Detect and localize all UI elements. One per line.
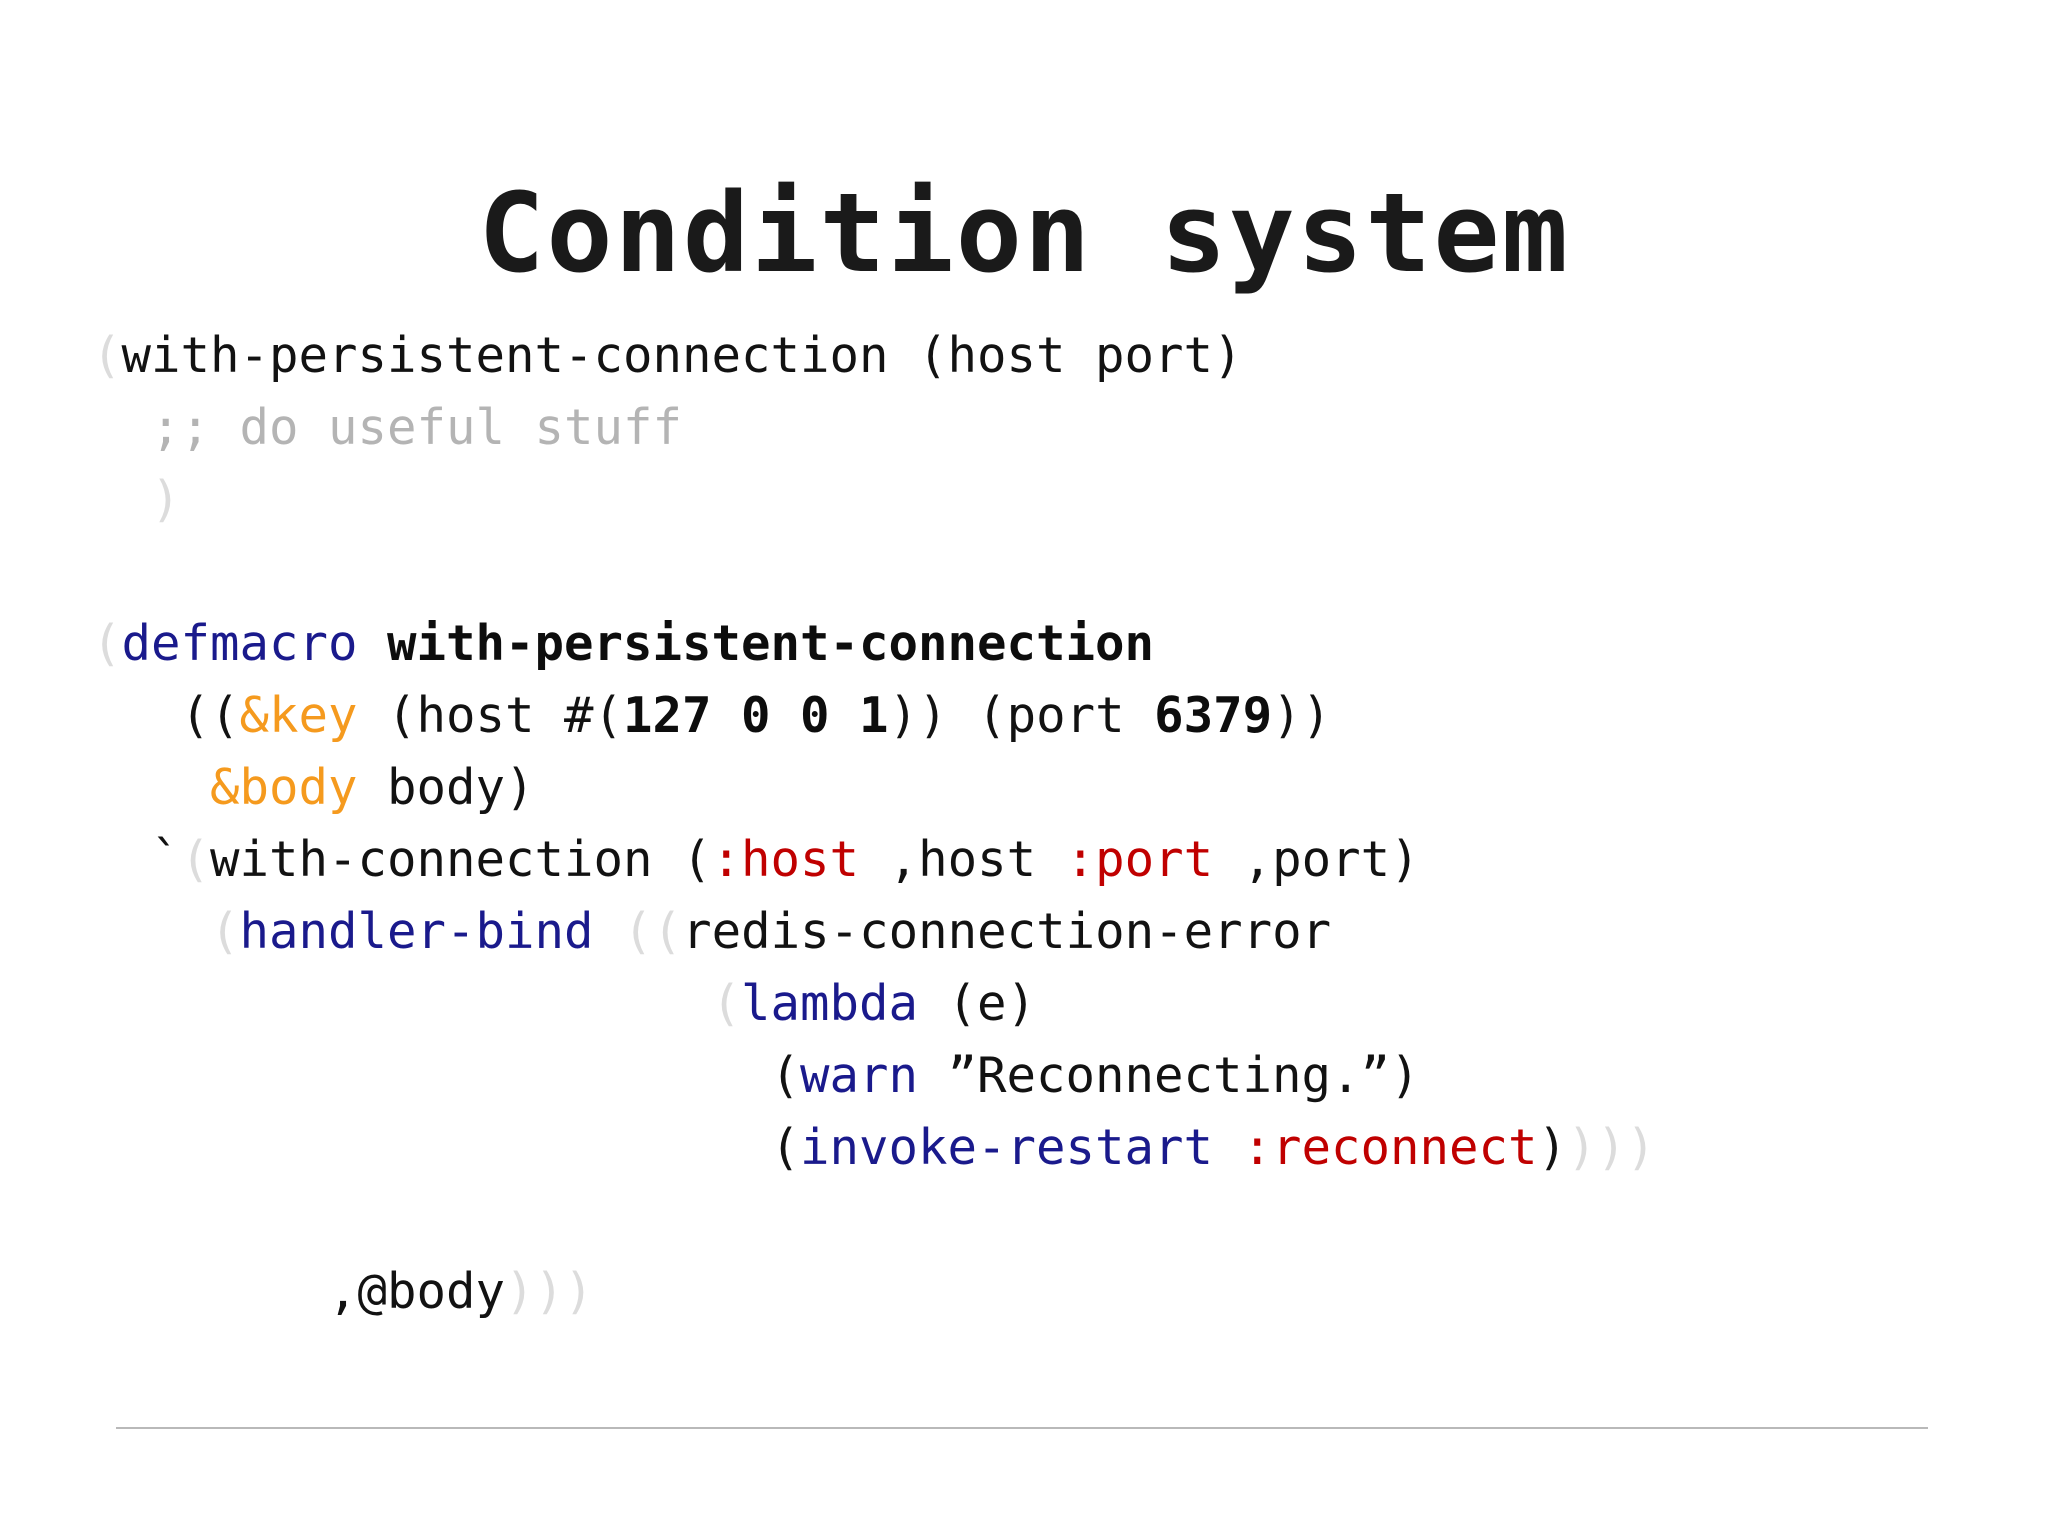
code-token-paren1: (	[180, 831, 211, 888]
code-token-default: ,port)	[1213, 831, 1420, 888]
code-line-lambda-list-key: ((&key (host #(127 0 0 1)) (port 6379))	[92, 680, 1992, 752]
code-token-default: (	[92, 1119, 801, 1176]
code-token-default: (host #(	[357, 687, 624, 744]
code-token-lambdakw: &key	[239, 687, 358, 744]
code-token-default: `	[92, 831, 181, 888]
code-token-default	[594, 903, 624, 960]
code-token-default	[358, 615, 388, 672]
code-token-default: )	[1390, 1047, 1420, 1104]
code-token-paren1: ((	[623, 903, 683, 960]
code-token-number: 127 0 0 1	[623, 687, 889, 744]
code-token-keyword: lambda	[741, 975, 919, 1032]
code-token-keyword: invoke-restart	[800, 1119, 1214, 1176]
code-token-comment: ;; do useful stuff	[92, 399, 683, 456]
code-token-paren1: (	[92, 615, 122, 672]
code-token-paren1: (	[210, 903, 240, 960]
code-token-name: with-persistent-connection	[387, 615, 1155, 672]
code-line-handler-bind: (handler-bind ((redis-connection-error	[92, 896, 1992, 968]
code-token-paren1: )))	[505, 1263, 594, 1320]
footer-divider	[116, 1427, 1928, 1429]
code-token-symbol: :reconnect	[1242, 1119, 1538, 1176]
code-token-paren1: )))	[1567, 1119, 1656, 1176]
code-token-default	[92, 759, 210, 816]
code-line-lambda-head: (lambda (e)	[92, 968, 1992, 1040]
code-token-default: ))	[1272, 687, 1332, 744]
page-title: Condition system	[478, 168, 1570, 297]
code-token-paren1: )	[92, 471, 181, 528]
code-token-default: body)	[357, 759, 535, 816]
code-line-warn-call: (warn ”Reconnecting.”)	[92, 1040, 1992, 1112]
code-line-backquote-with-connection: `(with-connection (:host ,host :port ,po…	[92, 824, 1992, 896]
code-token-string: ”Reconnecting.”	[947, 1047, 1391, 1104]
code-token-default: with-persistent-connection (host port)	[121, 327, 1243, 384]
code-block: (with-persistent-connection (host port) …	[92, 320, 1992, 1328]
code-token-default: (e)	[918, 975, 1037, 1032]
code-token-default	[1213, 1119, 1243, 1176]
code-token-paren2: )	[1537, 1119, 1568, 1176]
code-token-paren1: (	[92, 327, 122, 384]
code-token-default: ,host	[859, 831, 1066, 888]
code-line-usage-close: )	[92, 464, 1992, 536]
code-token-keyword: defmacro	[121, 615, 358, 672]
code-token-lambdakw: &body	[210, 759, 358, 816]
code-line-usage-open: (with-persistent-connection (host port)	[92, 320, 1992, 392]
code-token-default: redis-connection-error	[682, 903, 1332, 960]
code-token-default: with-connection (	[210, 831, 712, 888]
code-token-default	[92, 975, 712, 1032]
code-line-defmacro-head: (defmacro with-persistent-connection	[92, 608, 1992, 680]
code-line-lambda-list-body: &body body)	[92, 752, 1992, 824]
code-line-blank-1	[92, 536, 1992, 608]
code-token-default	[92, 903, 210, 960]
code-line-splice-body: ,@body)))	[92, 1256, 1992, 1328]
code-token-default: ,@body	[92, 1263, 506, 1320]
code-token-default: (	[92, 1047, 801, 1104]
code-token-symbol: :host	[711, 831, 860, 888]
code-line-usage-comment: ;; do useful stuff	[92, 392, 1992, 464]
code-token-default: ((	[92, 687, 240, 744]
code-token-default: )) (port	[888, 687, 1155, 744]
code-token-number: 6379	[1154, 687, 1273, 744]
code-line-invoke-restart-call: (invoke-restart :reconnect))))	[92, 1112, 1992, 1184]
code-token-paren1: (	[711, 975, 742, 1032]
code-token-default	[918, 1047, 948, 1104]
code-line-blank-2	[92, 1184, 1992, 1256]
code-token-symbol: :port	[1065, 831, 1214, 888]
code-token-keyword: handler-bind	[239, 903, 594, 960]
code-token-keyword: warn	[800, 1047, 919, 1104]
